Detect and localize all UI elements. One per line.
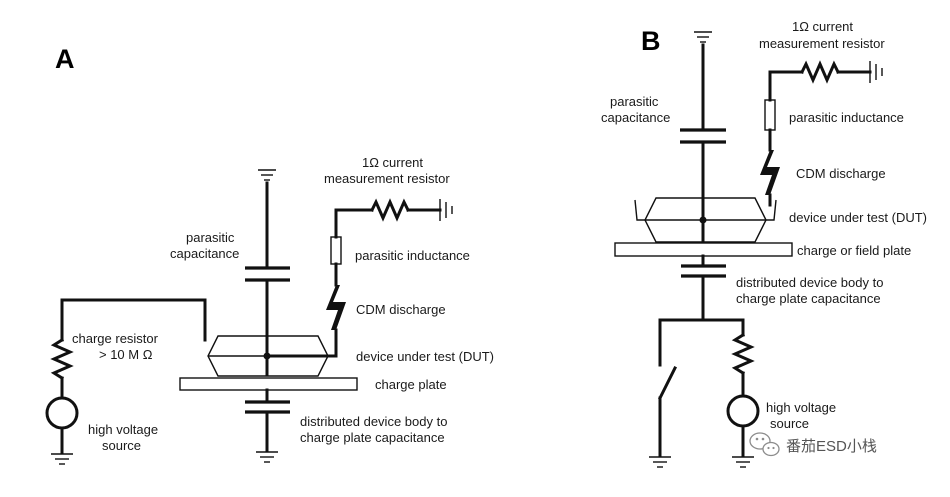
panel-a-inductance-label: parasitic inductance — [355, 248, 470, 263]
panel-a-charge-resistor-label-2: > 10 M Ω — [99, 347, 153, 362]
watermark-text: 番茄ESD小栈 — [786, 438, 877, 455]
panel-b-switch-ground-icon — [649, 456, 671, 468]
panel-b-current-resistor — [799, 60, 841, 84]
panel-a-charge-plate-label: charge plate — [375, 377, 447, 392]
panel-a-res-ground-icon — [439, 199, 453, 221]
panel-a-charge-wire — [60, 298, 207, 342]
panel-b-inductance-label: parasitic inductance — [789, 110, 904, 125]
panel-b: B — [601, 19, 927, 468]
panel-b-hv-ground-icon — [732, 456, 754, 468]
panel-a: A — [45, 44, 494, 465]
panel-b-top-ground-icon — [694, 31, 712, 43]
panel-a-letter: A — [55, 44, 75, 74]
panel-b-body-cap-label-1: distributed device body to — [736, 275, 883, 290]
panel-a-hv-label-2: source — [102, 438, 141, 453]
panel-b-hv-label-1: high voltage — [766, 400, 836, 415]
panel-b-charge-plate — [614, 242, 793, 257]
panel-a-parasitic-cap-label-1: parasitic — [186, 230, 235, 245]
panel-b-parasitic-inductor — [764, 99, 776, 131]
panel-a-hv-ground-icon — [51, 453, 73, 465]
panel-a-charge-resistor — [50, 337, 74, 381]
watermark: 番茄ESD小栈 — [749, 432, 877, 457]
panel-a-resistor-label-1: 1Ω current — [362, 155, 423, 170]
panel-a-resistor-label-2: measurement resistor — [324, 171, 450, 186]
panel-b-resistor-label-2: measurement resistor — [759, 36, 885, 51]
panel-a-bottom-ground-icon — [256, 451, 278, 463]
panel-a-charge-resistor-label-1: charge resistor — [72, 331, 159, 346]
panel-b-hv-source — [726, 394, 760, 428]
panel-b-cdm-spark-icon — [760, 150, 780, 195]
panel-a-parasitic-capacitor — [245, 266, 290, 282]
panel-b-body-cap-label-2: charge plate capacitance — [736, 291, 881, 306]
panel-a-charge-plate — [179, 377, 358, 391]
panel-a-cdm-spark-icon — [326, 285, 346, 330]
panel-b-letter: B — [641, 26, 661, 56]
panel-a-dut-label: device under test (DUT) — [356, 349, 494, 364]
panel-a-top-ground-icon — [258, 169, 276, 181]
panel-b-resistor-label-1: 1Ω current — [792, 19, 853, 34]
panel-a-parasitic-inductor — [330, 236, 342, 265]
panel-b-dut-package — [634, 197, 777, 243]
panel-a-body-cap-label-2: charge plate capacitance — [300, 430, 445, 445]
panel-a-parasitic-cap-label-2: capacitance — [170, 246, 239, 261]
panel-b-charge-plate-label: charge or field plate — [797, 243, 911, 258]
panel-b-res-ground-icon — [869, 61, 883, 83]
panel-b-cdm-label: CDM discharge — [796, 166, 886, 181]
panel-b-hv-resistor — [731, 332, 755, 376]
panel-a-hv-label-1: high voltage — [88, 422, 158, 437]
panel-b-parasitic-cap-label-1: parasitic — [610, 94, 659, 109]
panel-b-parasitic-cap-label-2: capacitance — [601, 110, 670, 125]
panel-b-hv-label-2: source — [770, 416, 809, 431]
panel-a-body-cap-label-1: distributed device body to — [300, 414, 447, 429]
panel-b-parasitic-capacitor — [680, 128, 726, 144]
panel-a-hv-source — [45, 396, 79, 430]
panel-b-switch-icon[interactable] — [657, 365, 678, 401]
wechat-icon — [749, 432, 780, 457]
panel-a-current-resistor — [369, 198, 411, 222]
panel-a-cdm-label: CDM discharge — [356, 302, 446, 317]
panel-b-dut-label: device under test (DUT) — [789, 210, 927, 225]
